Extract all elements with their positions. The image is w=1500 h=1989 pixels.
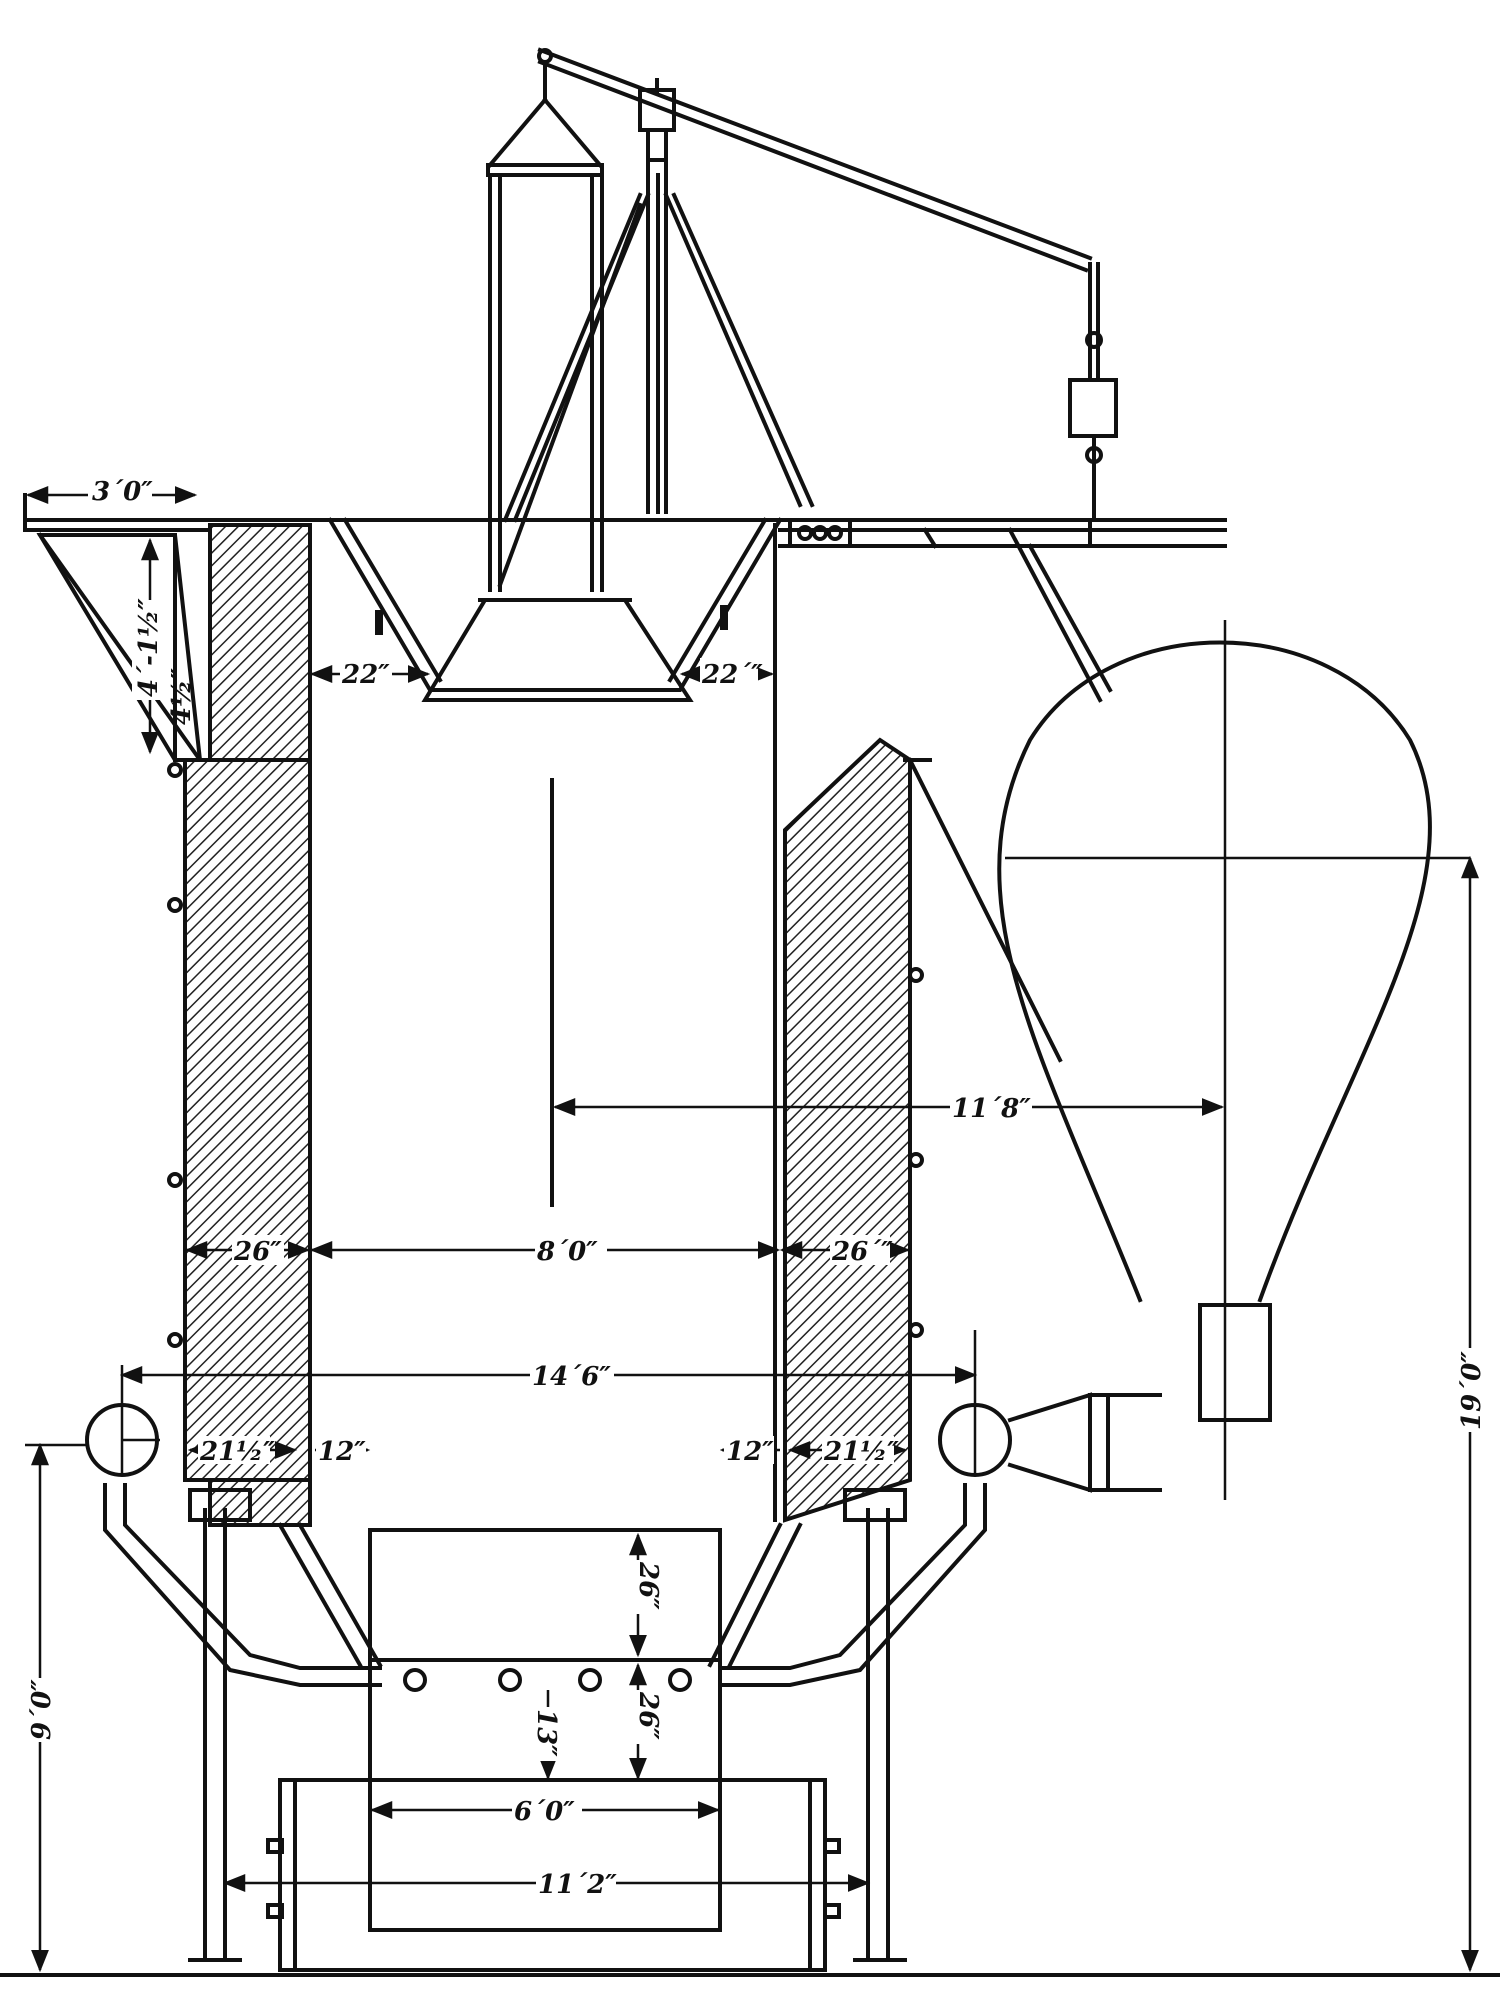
dim-hopper-gap-left: 22″ <box>341 660 390 690</box>
dim-overall-width: 14´6″ <box>532 1362 611 1392</box>
dim-hearth-width: 6´0″ <box>514 1797 575 1827</box>
top-platform <box>23 493 1227 549</box>
dim-base-width: 11´2″ <box>538 1870 617 1900</box>
dim-wall-right: 26´″ <box>831 1237 893 1267</box>
dim-wall-left: 26″ <box>233 1237 282 1267</box>
dust-catcher <box>997 620 1470 1500</box>
dim-tuyere-right: 21½″ <box>823 1437 899 1467</box>
left-wall <box>167 523 312 1527</box>
dim-tuyere-left: 21½″ <box>199 1437 275 1467</box>
dim-tuyere-right-gap: 12″ <box>726 1437 774 1467</box>
dim-total-height: 19´0″ <box>1457 1351 1487 1430</box>
dim-hearth-depth: 13″ <box>531 1709 561 1757</box>
bustle-pipes <box>85 1392 1162 1692</box>
dim-bracket-offset: 4½″ <box>167 668 197 725</box>
dim-bracket-depth: 4´-1½″ <box>134 598 164 697</box>
charging-gear <box>486 47 1118 592</box>
dim-column-height: 9´0″ <box>27 1679 57 1740</box>
right-wall <box>773 523 932 1523</box>
downcomer <box>907 527 1113 1063</box>
dim-inner-width: 8´0″ <box>536 1237 598 1267</box>
dim-tuyere-left-gap: 12″ <box>318 1437 366 1467</box>
dimension-labels: 3´0″ 4´-1½″ 4½″ 22″ 22´″ 11´8″ 26″ 8´0″ … <box>25 475 1487 1900</box>
dim-top-ledge: 3´0″ <box>92 477 153 507</box>
charging-bell <box>421 598 694 702</box>
counterweight <box>1068 378 1118 438</box>
hopper <box>327 517 783 702</box>
shaft-interior <box>368 778 722 1532</box>
dim-crucible-lower: 26″ <box>633 1691 663 1740</box>
dim-crucible-upper: 26″ <box>633 1561 663 1610</box>
left-bracket <box>36 532 203 763</box>
dim-center-to-bell: 11´8″ <box>952 1094 1031 1124</box>
dim-hopper-gap-right: 22´″ <box>701 660 763 690</box>
